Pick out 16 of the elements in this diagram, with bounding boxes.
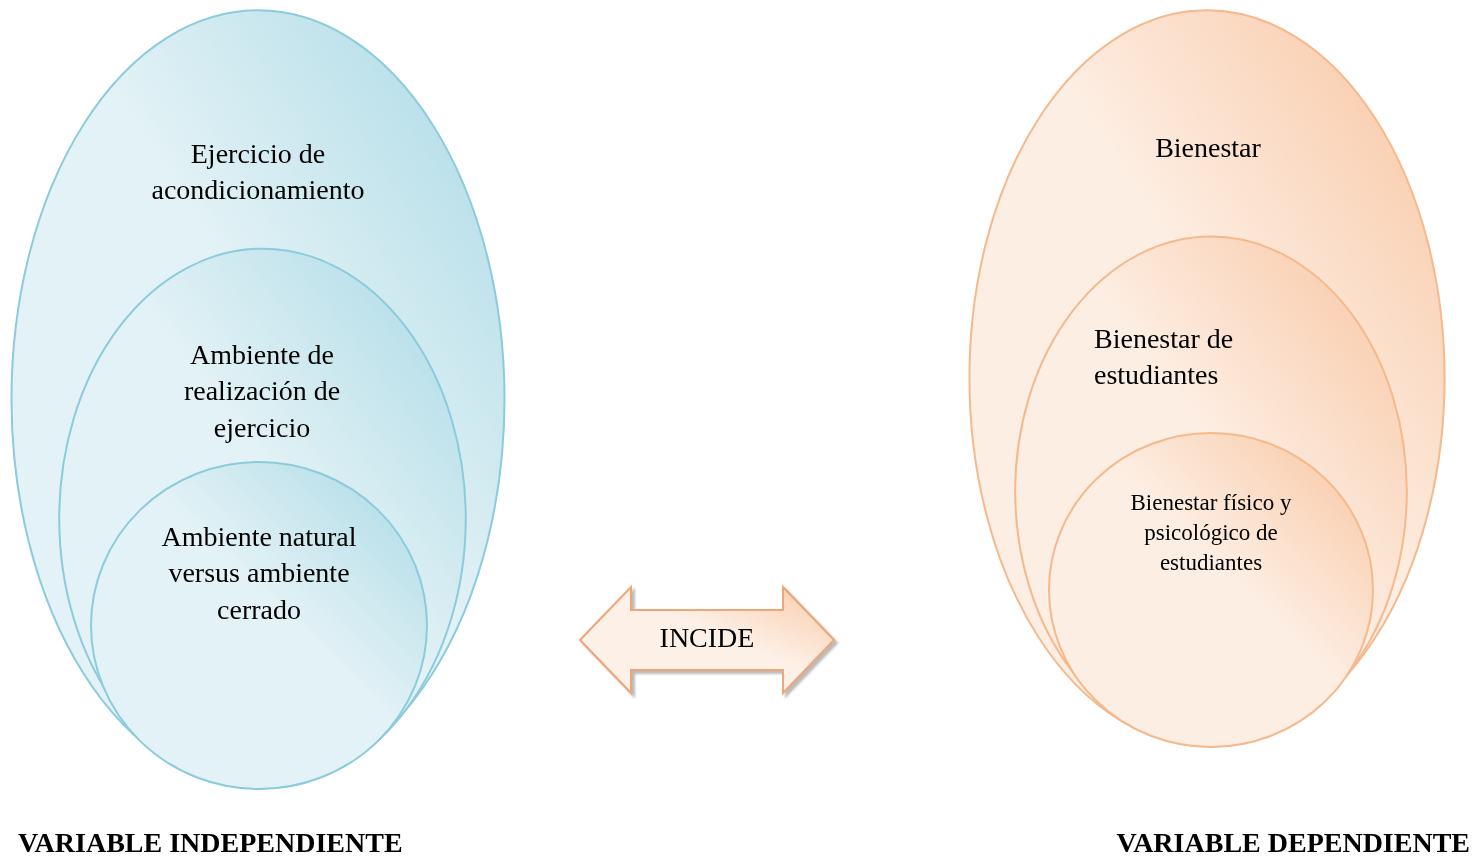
ellipse [90,461,428,790]
ellipse [1014,235,1408,748]
ellipse [968,8,1446,748]
node-label: Ambiente de realización de ejercicio [182,338,342,445]
node-label: Bienestar [1154,131,1262,165]
node-label: INCIDE [658,621,756,655]
node-label: Bienestar de estudiantes [1094,322,1235,393]
variable-label: VARIABLE INDEPENDIENTE [18,826,404,860]
ellipse [58,247,467,790]
variable-label: VARIABLE DEPENDIENTE [1115,826,1470,860]
node-label: Bienestar físico y psicológico de estudiantes [1129,489,1293,577]
ellipse [1048,432,1374,748]
node-label: Ambiente natural versus ambiente cerrado [161,520,357,627]
node-label: Ejercicio de acondicionamiento [150,137,366,208]
ellipse [10,8,506,790]
double-arrow [578,585,836,695]
